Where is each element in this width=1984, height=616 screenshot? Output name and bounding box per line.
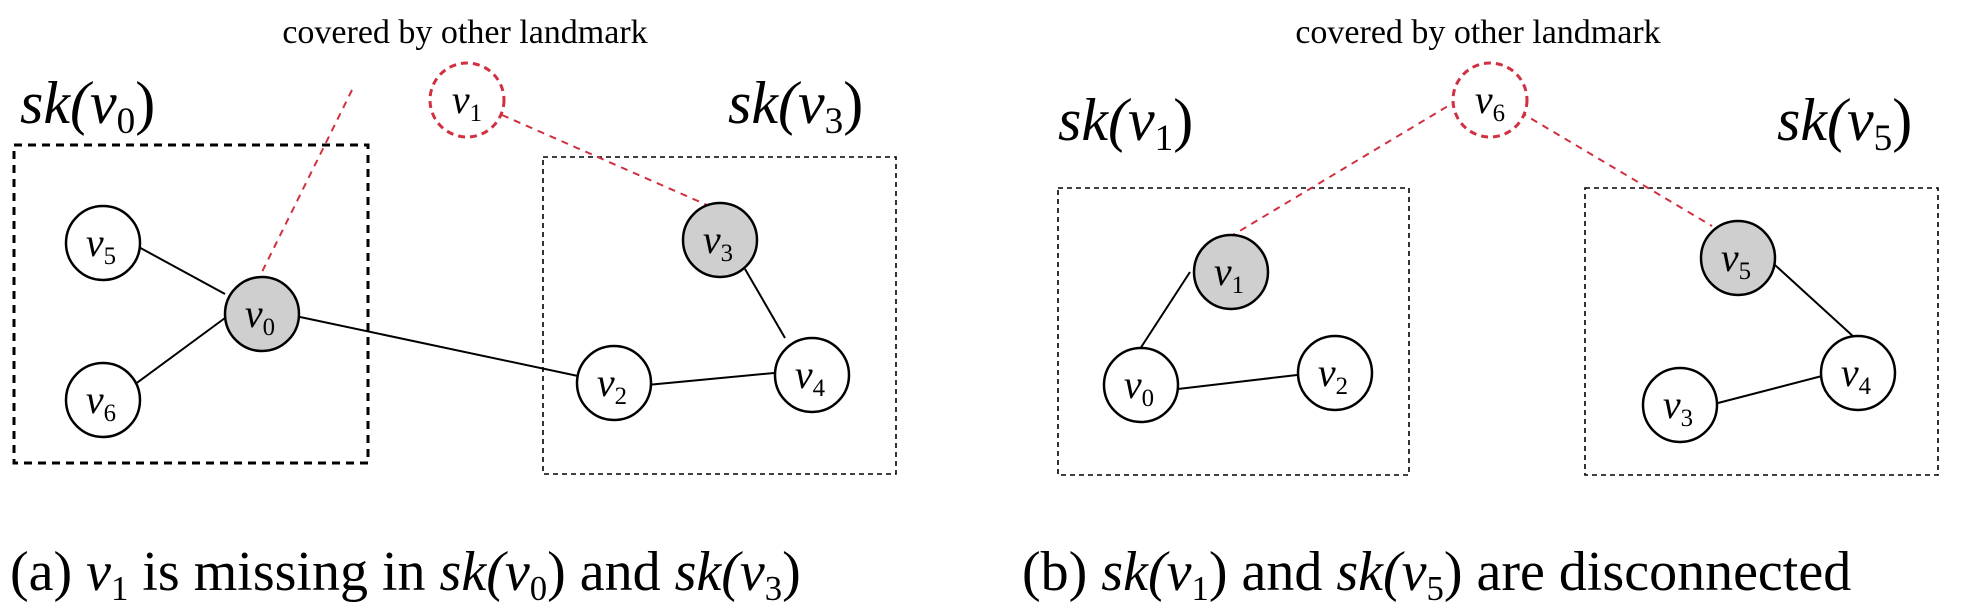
node-b-v4: v4 [1819, 334, 1897, 412]
edge-b-v1-v0 [1137, 271, 1191, 353]
edge-b-v4-v3 [1717, 375, 1823, 404]
missing-edge-b-v6-v5 [1519, 111, 1713, 227]
node-a-v6: v6 [64, 361, 142, 439]
sketch-label-b-left-base: sk(v [1058, 87, 1155, 153]
panel-b: covered by other landmark sk(v1) sk(v5) … [1022, 14, 1939, 608]
edge-a-v6-v0 [133, 317, 226, 386]
svg-text:v1: v1 [452, 77, 482, 127]
node-b-v6: v6 [1451, 61, 1529, 139]
caption-b: (b) sk(v1) and sk(v5) are disconnected [1022, 541, 1851, 608]
sketch-label-a-left-sub: 0 [117, 101, 136, 142]
sketch-label-a-left-close: ) [135, 70, 155, 136]
edge-a-v3-v4 [744, 268, 786, 339]
edge-a-v2-v4 [646, 372, 775, 386]
sketch-box-b-left [1057, 187, 1410, 476]
svg-text:v0: v0 [1124, 362, 1154, 412]
sketch-label-a-right-close: ) [843, 70, 863, 136]
sketch-label-b-right-close: ) [1892, 87, 1912, 153]
node-a-v3: v3 [681, 201, 759, 279]
sketch-box-b-right [1584, 187, 1939, 476]
node-b-v0: v0 [1102, 346, 1180, 424]
sketch-box-a-left [12, 143, 370, 465]
missing-edge-b-v6-v1 [1227, 99, 1459, 239]
node-b-v1: v1 [1192, 233, 1270, 311]
node-a-v1: v1 [428, 61, 506, 139]
sketch-label-a-left-base: sk(v [20, 70, 117, 136]
node-a-v2: v2 [575, 344, 653, 422]
edge-a-v5-v0 [134, 244, 226, 295]
node-b-v5: v5 [1699, 219, 1777, 297]
node-a-v0: v0 [223, 275, 301, 353]
sketch-label-b-left: sk(v1) [1058, 87, 1193, 159]
svg-text:v1: v1 [1214, 249, 1244, 299]
sketch-label-a-left: sk(v0) [20, 70, 155, 142]
svg-text:v5: v5 [86, 220, 116, 270]
panel-a: covered by other landmark sk(v0) sk(v3) … [10, 14, 897, 608]
sketch-label-a-right-sub: 3 [825, 101, 844, 142]
svg-text:v4: v4 [1841, 350, 1872, 400]
svg-text:v5: v5 [1721, 235, 1751, 285]
sketch-label-b-right-sub: 5 [1874, 118, 1893, 159]
sketch-label-a-right-base: sk(v [728, 70, 825, 136]
node-a-v4: v4 [773, 336, 851, 414]
svg-text:v3: v3 [703, 217, 733, 267]
edge-a-v0-v2 [299, 316, 579, 377]
svg-text:v6: v6 [1475, 77, 1505, 127]
node-b-v3: v3 [1641, 366, 1719, 444]
svg-text:v0: v0 [245, 291, 275, 341]
sketch-label-a-right: sk(v3) [728, 70, 863, 142]
caption-a: (a) v1 is missing in sk(v0) and sk(v3) [10, 541, 801, 608]
edge-b-v5-v4 [1763, 254, 1856, 339]
node-b-v2: v2 [1296, 334, 1374, 412]
svg-text:v6: v6 [86, 377, 116, 427]
sketch-label-b-left-close: ) [1173, 87, 1193, 153]
missing-edge-a-v1-v3 [501, 114, 708, 206]
svg-text:v3: v3 [1663, 382, 1693, 432]
node-a-v5: v5 [64, 204, 142, 282]
svg-text:v2: v2 [597, 360, 627, 410]
svg-text:v2: v2 [1318, 350, 1348, 400]
sketch-box-a-right [542, 156, 897, 475]
sketch-label-b-right: sk(v5) [1777, 87, 1912, 159]
svg-text:v4: v4 [795, 352, 826, 402]
sketch-label-b-left-sub: 1 [1155, 118, 1174, 159]
cover-label-a: covered by other landmark [282, 14, 647, 51]
missing-edge-a-v1-v0 [257, 89, 353, 281]
edge-b-v0-v2 [1177, 374, 1298, 390]
sketch-label-b-right-base: sk(v [1777, 87, 1874, 153]
cover-label-b: covered by other landmark [1295, 14, 1660, 51]
